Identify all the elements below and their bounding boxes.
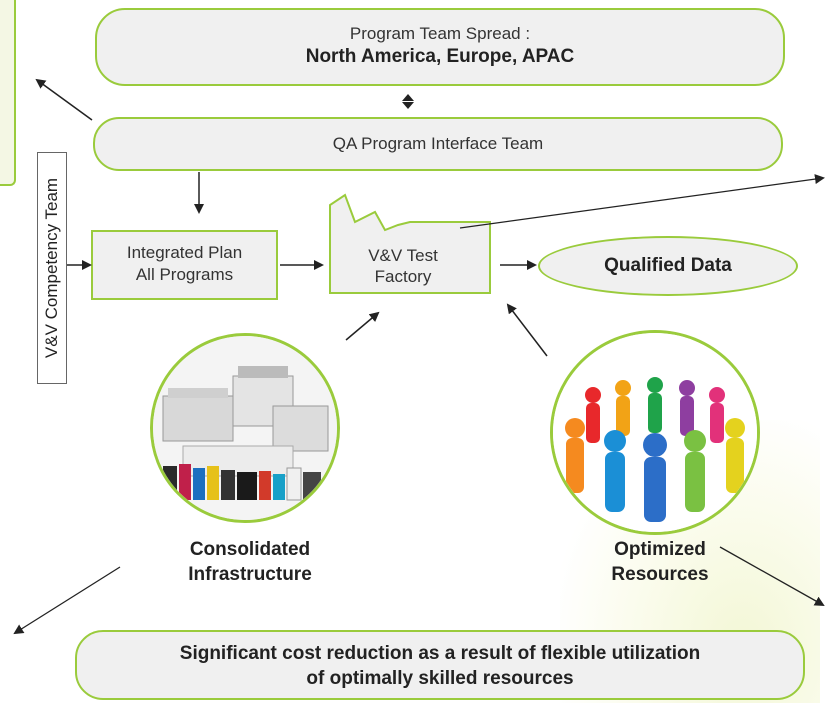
resources-caption-line2: Resources	[611, 564, 709, 585]
integrated-plan-line1: Integrated Plan	[126, 243, 243, 262]
printers-illustration-icon	[153, 336, 337, 520]
conclusion-box: Significant cost reduction as a result o…	[75, 630, 805, 700]
arrow-resources-to-factory	[506, 303, 548, 357]
infrastructure-caption-line2: Infrastructure	[188, 564, 312, 585]
regions-label: North America, Europe, APAC	[305, 46, 575, 67]
spread-label: Program Team Spread :	[349, 24, 531, 43]
infrastructure-caption: Consolidated Infrastructure	[150, 537, 350, 587]
qualified-data-ellipse: Qualified Data	[538, 236, 798, 296]
test-factory-line1: V&V Test	[368, 246, 438, 265]
test-factory-shape	[329, 193, 491, 294]
arrow-infrastructure-to-bottom-left	[13, 566, 121, 635]
resources-caption: Optimized Resources	[560, 537, 760, 587]
bidirectional-arrow-icon	[402, 94, 414, 109]
left-edge-box	[0, 0, 16, 186]
test-factory-label: V&V Test Factory	[348, 245, 458, 287]
resources-caption-line1: Optimized	[614, 539, 706, 560]
arrow-factory-to-right	[459, 174, 825, 229]
integrated-plan-box: Integrated Plan All Programs	[91, 230, 278, 300]
arrow-spread-to-left	[35, 78, 93, 121]
infrastructure-circle	[150, 333, 340, 523]
infrastructure-caption-line1: Consolidated	[189, 539, 311, 560]
resources-circle	[550, 330, 760, 535]
vv-competency-team-box: V&V Competency Team	[37, 152, 67, 384]
conclusion-line2: of optimally skilled resources	[306, 668, 574, 689]
conclusion-line1: Significant cost reduction as a result o…	[179, 643, 701, 664]
integrated-plan-line2: All Programs	[135, 265, 234, 284]
qa-program-interface-team-box: QA Program Interface Team	[93, 117, 783, 171]
arrow-infrastructure-to-factory	[345, 311, 380, 341]
test-factory-line2: Factory	[374, 267, 432, 286]
people-circle-illustration-icon	[553, 333, 757, 532]
program-team-spread-box: Program Team Spread : North America, Eur…	[95, 8, 785, 86]
arrow-resources-to-bottom-right	[719, 546, 825, 606]
